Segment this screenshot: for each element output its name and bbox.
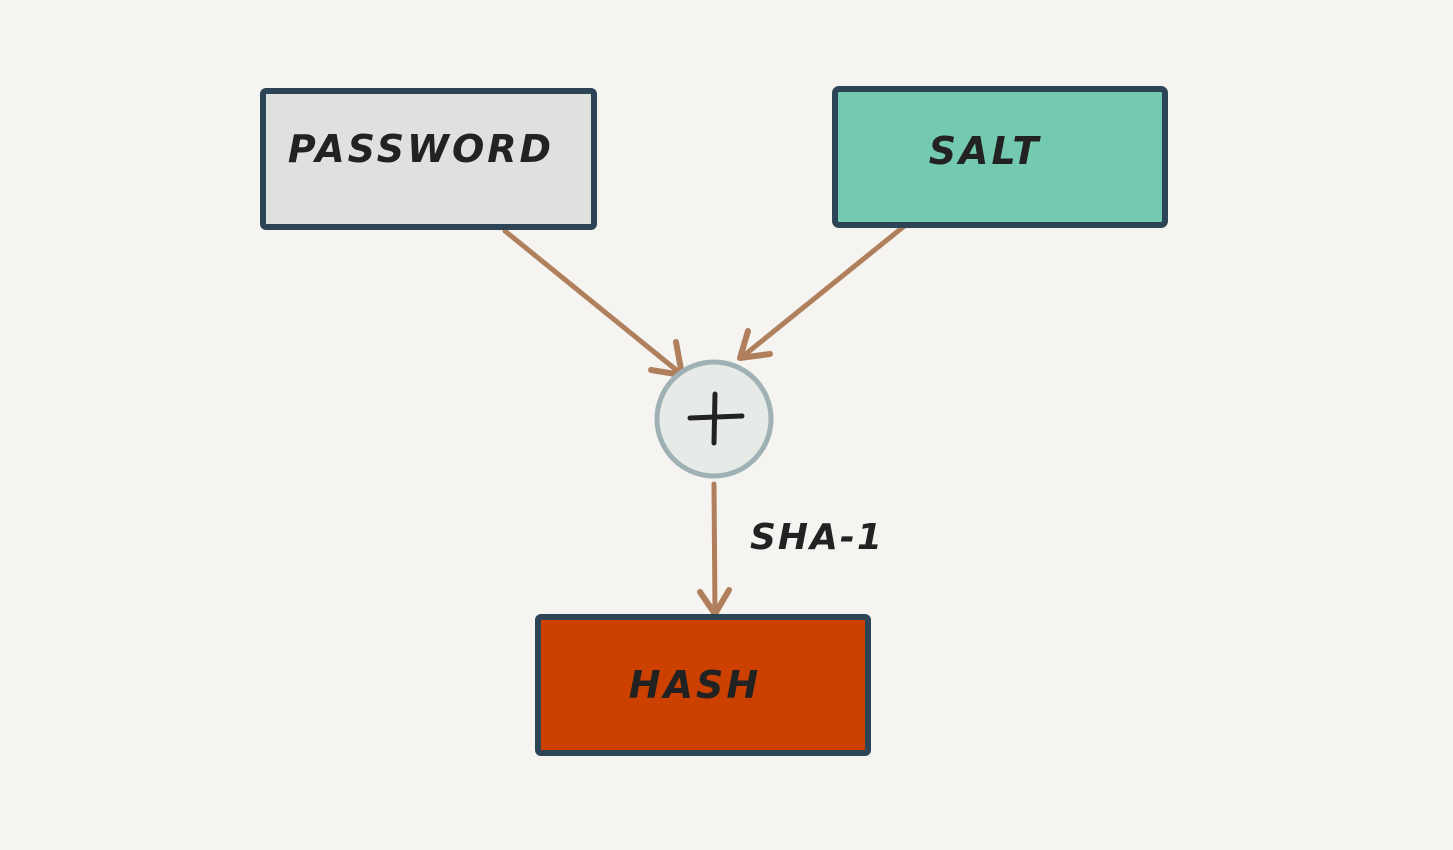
hash-label: HASH: [629, 663, 761, 707]
salt-node: SALT: [832, 86, 1168, 228]
sha1-label: SHA-1: [750, 517, 884, 558]
password-box: [260, 88, 597, 230]
arrow-salt-to-combine: [737, 216, 916, 361]
salt-box: [832, 86, 1168, 228]
plus-icon: [687, 391, 745, 446]
hash-box: [535, 614, 871, 756]
hash-node: HASH: [535, 614, 871, 756]
salt-label: SALT: [929, 129, 1042, 173]
password-label: PASSWORD: [288, 127, 554, 171]
password-node: PASSWORD: [260, 88, 597, 230]
combine-node: [654, 359, 774, 479]
arrow-password-to-combine: [502, 228, 685, 378]
arrow-combine-to-hash: [697, 481, 732, 617]
